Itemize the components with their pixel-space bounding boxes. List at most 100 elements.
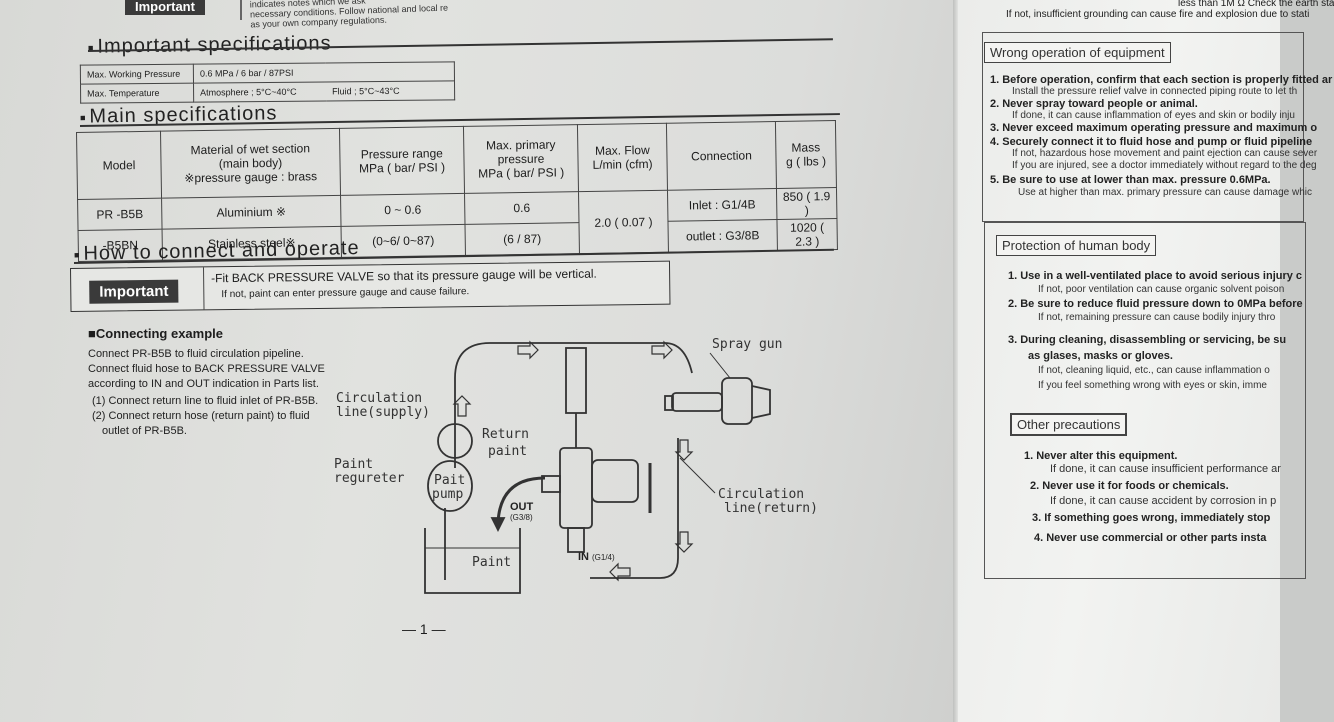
return-paint-label-2: paint <box>488 444 527 459</box>
circulation-return-label-2: line(return) <box>724 501 818 516</box>
connection-diagram: Spray gun Circulation line(supply) Retur… <box>334 337 818 594</box>
how-to-important-box: Important -Fit BACK PRESSURE VALVE so th… <box>70 260 671 312</box>
connecting-step-3: outlet of PR-B5B. <box>102 425 187 437</box>
spray-gun-body <box>671 392 723 412</box>
return-hose <box>496 476 546 524</box>
flow-arrow-icon <box>452 395 472 417</box>
valve-bonnet <box>591 459 639 503</box>
page-fold <box>953 0 959 722</box>
flow-arrow-icon <box>674 531 694 553</box>
top-note: indicates notes which we ask necessary c… <box>250 0 449 29</box>
human-item-2: 2. Be sure to reduce fluid pressure down… <box>1008 298 1303 310</box>
connection-cell: outlet : G3/8B <box>667 219 778 253</box>
wrong-item-3: 3. Never exceed maximum operating pressu… <box>990 122 1318 134</box>
top-important-badge: Important <box>125 0 205 15</box>
paint-tank <box>424 528 521 594</box>
paint-regulator-label: Paint <box>334 457 373 472</box>
how-to-important-badge: Important <box>89 279 179 304</box>
connecting-title: ■Connecting example <box>88 326 223 341</box>
how-to-line-2: If not, paint can enter pressure gauge a… <box>221 286 470 301</box>
return-paint-label: Return <box>482 427 529 442</box>
primary-cell: 0.6 <box>464 191 579 225</box>
flow-arrow-icon <box>674 439 694 461</box>
spray-nozzle <box>751 385 771 419</box>
wrong-sub-1: Install the pressure relief valve in con… <box>1012 86 1298 97</box>
return-arrow-icon <box>490 517 506 533</box>
col-material: Material of wet section (main body) ※pre… <box>160 128 341 199</box>
wrong-operation-heading: Wrong operation of equipment <box>984 42 1171 63</box>
circulation-supply-label: Circulation <box>336 391 422 406</box>
material-cell: Aluminium ※ <box>161 195 342 230</box>
in-fitting <box>567 527 585 553</box>
other-item-4: 4. Never use commercial or other parts i… <box>1034 532 1267 544</box>
model-cell: PR -B5B <box>77 198 163 231</box>
spray-gun-head <box>721 377 753 425</box>
circulation-return-label: Circulation <box>718 487 804 502</box>
return-line <box>590 438 679 579</box>
wrong-operation-box <box>982 32 1304 222</box>
wrong-item-1: 1. Before operation, confirm that each s… <box>990 74 1333 86</box>
col-pressure-range: Pressure range MPa ( bar/ PSI ) <box>339 126 465 196</box>
return-label-leader <box>679 457 716 494</box>
out-label: OUT <box>510 501 534 513</box>
right-top-line-1: less than 1M Ω Check the earth sta <box>1178 0 1334 9</box>
spray-gun-label: Spray gun <box>712 337 782 352</box>
mass-cell: 1020 ( 2.3 ) <box>776 218 838 251</box>
human-sub-2: If not, remaining pressure can cause bod… <box>1038 312 1276 323</box>
col-max-primary: Max. primary pressure MPa ( bar/ PSI ) <box>463 124 579 194</box>
human-sub-3b: If not, cleaning liquid, etc., can cause… <box>1038 365 1270 376</box>
table-header-row: Model Material of wet section (main body… <box>76 120 837 200</box>
spec-label: Max. Temperature <box>80 83 194 104</box>
connecting-title-text: Connecting example <box>95 326 223 341</box>
regulator-ball <box>437 423 473 459</box>
flow-arrow-icon <box>651 340 673 360</box>
wrong-item-4: 4. Securely connect it to fluid hose and… <box>990 136 1313 148</box>
human-sub-3: as glases, masks or gloves. <box>1028 350 1173 362</box>
supply-line <box>454 342 693 468</box>
connecting-step-1: (1) Connect return line to fluid inlet o… <box>92 395 319 407</box>
tank-label: Paint <box>472 555 511 570</box>
human-sub-3c: If you feel something wrong with eyes or… <box>1038 380 1267 391</box>
manual-page-left: Important indicates notes which we ask n… <box>0 0 955 722</box>
important-specs-title: Important specifications <box>88 32 332 58</box>
primary-cell: (6 / 87) <box>464 222 580 256</box>
spec-value: Atmosphere ; 5°C~40°C <box>193 81 327 103</box>
spray-gun-leader <box>709 352 731 379</box>
other-precautions-heading: Other precautions <box>1010 413 1128 436</box>
pressure-gauge <box>565 347 587 414</box>
page-number: — 1 — <box>402 621 446 637</box>
other-item-2: 2. Never use it for foods or chemicals. <box>1030 480 1229 492</box>
pump-label-2: pump <box>432 487 463 502</box>
connection-cell: Inlet : G1/4B <box>667 188 777 222</box>
wrong-item-5: 5. Be sure to use at lower than max. pre… <box>990 174 1271 186</box>
human-item-1: 1. Use in a well-ventilated place to avo… <box>1008 270 1303 282</box>
wrong-sub-4b: If you are injured, see a doctor immedia… <box>1012 160 1317 171</box>
right-top-line-2: If not, insufficient grounding can cause… <box>1006 9 1310 20</box>
flow-arrow-icon <box>609 562 631 582</box>
col-mass: Mass g ( lbs ) <box>775 120 837 189</box>
how-to-line-1: -Fit BACK PRESSURE VALVE so that its pre… <box>211 266 597 286</box>
spec-value: 0.6 MPa / 6 bar / 87PSI <box>193 61 455 84</box>
out-size-label: (G3/8) <box>510 513 533 522</box>
connecting-line: Connect fluid hose to BACK PRESSURE VALV… <box>88 363 325 375</box>
paint-regulator-label-2: regureter <box>334 471 405 486</box>
box-divider <box>203 267 205 310</box>
wrong-sub-4: If not, hazardous hose movement and pain… <box>1012 148 1318 159</box>
human-sub-1: If not, poor ventilation can cause organ… <box>1038 284 1285 295</box>
out-fitting <box>541 475 561 493</box>
other-sub-1: If done, it can cause insufficient perfo… <box>1050 463 1281 475</box>
flow-cell: 2.0 ( 0.07 ) <box>578 190 669 254</box>
spec-extra: Fluid ; 5°C~43°C <box>325 80 455 101</box>
paint-pump <box>427 460 473 512</box>
other-item-3: 3. If something goes wrong, immediately … <box>1032 512 1271 524</box>
spec-label: Max. Working Pressure <box>80 64 194 85</box>
important-specs-table: Max. Working Pressure 0.6 MPa / 6 bar / … <box>80 61 455 104</box>
other-sub-2: If done, it can cause accident by corros… <box>1050 495 1277 507</box>
table-row: Max. Temperature Atmosphere ; 5°C~40°C F… <box>80 80 455 104</box>
col-connection: Connection <box>666 121 777 191</box>
gun-knob <box>664 395 674 411</box>
col-model: Model <box>76 131 162 200</box>
connecting-step-2: (2) Connect return hose (return paint) t… <box>92 410 310 422</box>
valve-body <box>559 447 593 529</box>
connecting-instructions: Connect PR-B5B to fluid circulation pipe… <box>88 347 325 439</box>
